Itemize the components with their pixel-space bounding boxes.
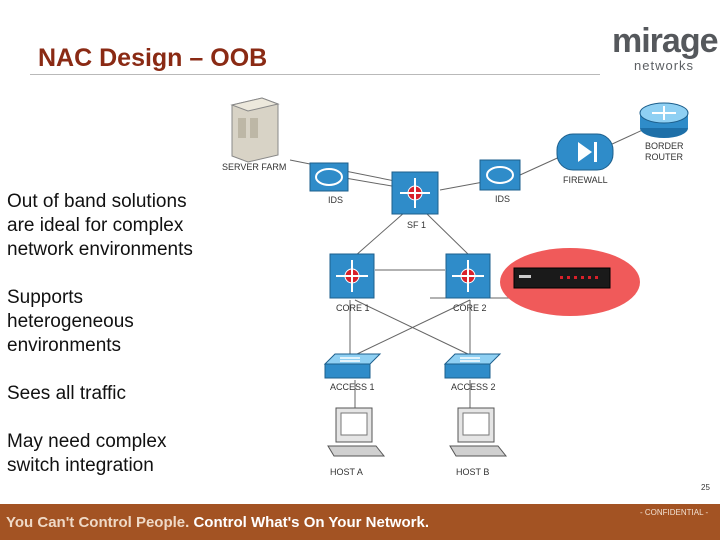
slide-title: NAC Design – OOB bbox=[38, 44, 268, 72]
footer-tagline: You Can't Control People. Control What's… bbox=[6, 514, 429, 531]
access1-switch-icon bbox=[323, 353, 382, 379]
border-router-label-line1: BORDER bbox=[645, 141, 684, 151]
nac-appliance-icon bbox=[513, 267, 611, 289]
bullet-item: May need complex switch integration bbox=[7, 431, 167, 476]
ids-left-label: IDS bbox=[328, 195, 343, 205]
core2-label: CORE 2 bbox=[453, 303, 487, 313]
host-a-computer-icon bbox=[327, 407, 386, 457]
bullet-list: Out of band solutions are ideal for comp… bbox=[7, 190, 207, 502]
border-router-label-line2: ROUTER bbox=[645, 152, 684, 162]
logo-subtext: networks bbox=[634, 58, 695, 73]
server-farm-label: SERVER FARM bbox=[222, 162, 286, 172]
server-farm-icon bbox=[230, 97, 280, 163]
ids-left-icon bbox=[309, 162, 349, 192]
host-b-computer-icon bbox=[449, 407, 508, 457]
host-b-label: HOST B bbox=[456, 467, 489, 477]
company-logo: mirage networks bbox=[612, 24, 718, 73]
bullet-item: Sees all traffic bbox=[7, 383, 126, 404]
sf1-switch-icon bbox=[391, 171, 439, 215]
border-router-icon bbox=[639, 102, 689, 138]
host-a-label: HOST A bbox=[330, 467, 363, 477]
bullet-item: Out of band solutions are ideal for comp… bbox=[7, 191, 193, 260]
access2-label: ACCESS 2 bbox=[451, 382, 496, 392]
core2-switch-icon bbox=[445, 253, 491, 299]
confidential-label: - CONFIDENTIAL - bbox=[640, 508, 709, 517]
core1-label: CORE 1 bbox=[336, 303, 370, 313]
core1-switch-icon bbox=[329, 253, 375, 299]
title-divider bbox=[30, 74, 600, 75]
network-diagram: SERVER FARM IDS SF 1 IDS FIREWALL BORDER… bbox=[222, 97, 689, 477]
access1-label: ACCESS 1 bbox=[330, 382, 375, 392]
ids-right-icon bbox=[479, 159, 521, 191]
access2-switch-icon bbox=[443, 353, 502, 379]
firewall-label: FIREWALL bbox=[563, 175, 608, 185]
page-number: 25 bbox=[701, 483, 710, 492]
footer-tagline-part1: You Can't Control People. bbox=[6, 514, 190, 531]
sf1-label: SF 1 bbox=[407, 220, 426, 230]
footer-bar: You Can't Control People. Control What's… bbox=[0, 504, 720, 540]
logo-wordmark: mirage bbox=[612, 22, 718, 60]
bullet-item: Supports heterogeneous environments bbox=[7, 287, 134, 356]
footer-tagline-part2: Control What's On Your Network. bbox=[193, 514, 429, 531]
firewall-icon bbox=[556, 133, 614, 171]
ids-right-label: IDS bbox=[495, 194, 510, 204]
